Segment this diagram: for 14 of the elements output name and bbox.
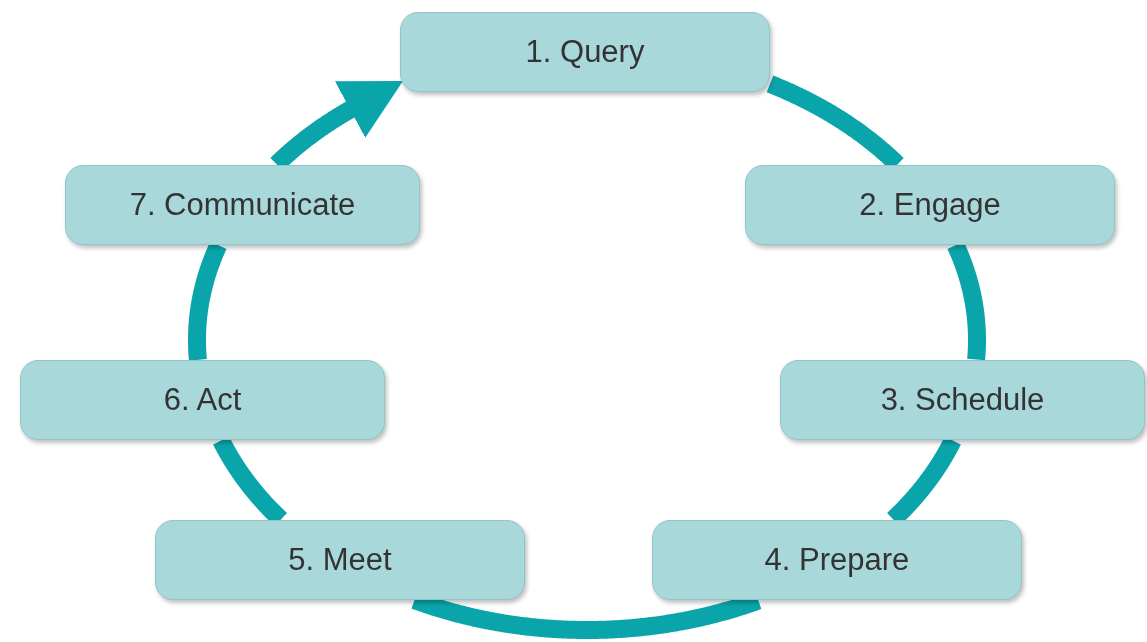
step-label: 4. Prepare bbox=[764, 542, 910, 578]
step-box bbox=[20, 360, 385, 440]
step-box bbox=[155, 520, 525, 600]
step-box bbox=[780, 360, 1145, 440]
step-label: 5. Meet bbox=[288, 542, 392, 578]
step-box bbox=[400, 12, 770, 92]
step-label: 6. Act bbox=[163, 382, 242, 418]
step-label: 3. Schedule bbox=[880, 382, 1045, 418]
step-box bbox=[745, 165, 1115, 245]
step-label: 2. Engage bbox=[859, 187, 1001, 223]
step-box bbox=[65, 165, 420, 245]
step-label: 1. Query bbox=[525, 34, 645, 70]
step-box bbox=[652, 520, 1022, 600]
step-label: 7. Communicate bbox=[129, 187, 356, 223]
